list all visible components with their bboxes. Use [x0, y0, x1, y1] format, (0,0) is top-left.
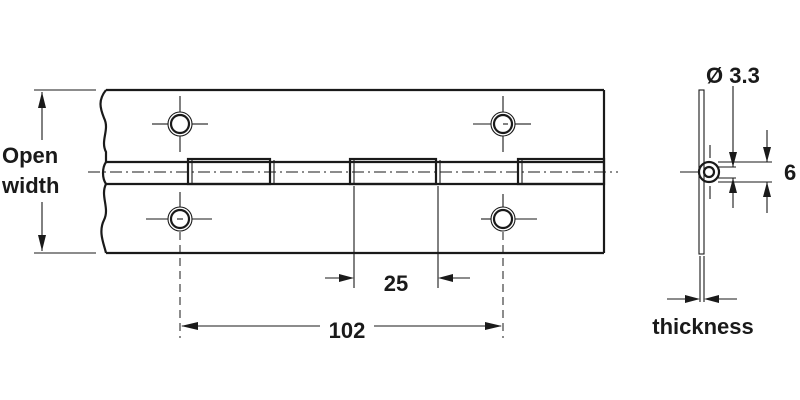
- open-width-label-line2: width: [1, 173, 59, 198]
- arrow-up-icon: [729, 178, 737, 193]
- open-width-dimension: Open width: [1, 89, 96, 254]
- pin-section: [702, 165, 716, 179]
- front-view: [88, 88, 618, 338]
- knuckle-length-dimension: 25: [325, 271, 470, 296]
- pin-diameter-value: Ø 3.3: [706, 63, 760, 88]
- arrow-down-icon: [38, 235, 46, 251]
- screw-hole-bottom-left: [146, 192, 212, 232]
- arrow-down-icon: [729, 152, 737, 167]
- knuckle-section: [697, 160, 721, 184]
- hole-spacing-dimension: 102: [181, 318, 502, 343]
- open-width-label-line1: Open: [2, 143, 58, 168]
- side-view: Ø 3.3 6 thickness: [652, 63, 796, 339]
- arrow-right-icon: [685, 295, 700, 303]
- arrow-left-icon: [704, 295, 719, 303]
- knuckle-band: [88, 157, 618, 186]
- arrow-left-icon: [181, 322, 198, 330]
- knuckle-diameter-value: 6: [784, 160, 796, 185]
- screw-hole-top-left: [152, 96, 208, 152]
- arrow-right-icon: [485, 322, 502, 330]
- hole-spacing-value: 102: [329, 318, 366, 343]
- arrow-down-icon: [763, 147, 771, 162]
- screw-hole-top-right: [473, 96, 531, 152]
- arrow-left-icon: [438, 274, 453, 282]
- arrow-up-icon: [763, 182, 771, 197]
- arrow-right-icon: [339, 274, 354, 282]
- knuckle-length-value: 25: [384, 271, 408, 296]
- break-line: [99, 89, 108, 254]
- screw-hole-bottom-right: [481, 194, 537, 232]
- thickness-label: thickness: [652, 314, 754, 339]
- arrow-up-icon: [38, 92, 46, 108]
